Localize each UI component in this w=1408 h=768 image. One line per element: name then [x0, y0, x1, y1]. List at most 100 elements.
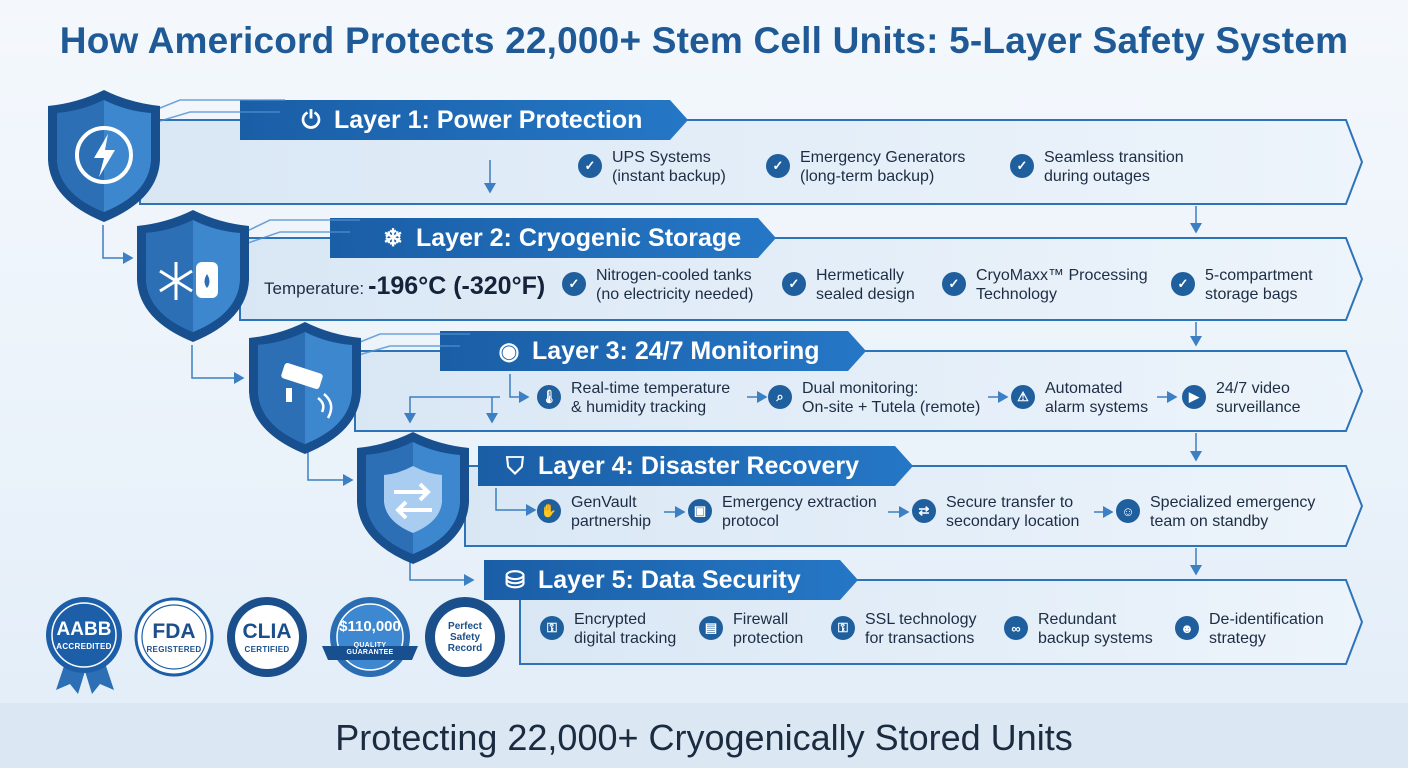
- alarm-icon: ⚠: [1011, 385, 1035, 409]
- feature-text-line: storage bags: [1205, 286, 1298, 303]
- temperature-value: -196°C (-320°F): [368, 272, 546, 300]
- layer-2-feature: ✓ Hermetically sealed design: [782, 266, 915, 304]
- quality-guarantee-badge: $110,000 QUALITY GUARANTEE: [330, 610, 410, 664]
- shield-layer-3: [249, 322, 361, 454]
- feature-text-line: Encrypted: [574, 611, 647, 628]
- badge-main-text: FDA: [152, 619, 196, 643]
- feature-text: Encrypted digital tracking: [574, 610, 676, 648]
- layer-4-title-bar: [478, 446, 913, 486]
- feature-text-line: digital tracking: [574, 630, 677, 647]
- shield-layer-4: [357, 432, 469, 564]
- feature-text: Hermetically sealed design: [816, 266, 915, 304]
- feature-text-line: 5-compartment: [1205, 267, 1313, 284]
- transfer-icon: ⇄: [912, 499, 936, 523]
- feature-text-line: Automated: [1045, 380, 1123, 397]
- team-icon: ☺: [1116, 499, 1140, 523]
- feature-text-line: sealed design: [816, 286, 915, 303]
- firewall-icon: ▤: [699, 616, 723, 640]
- feature-text-line: Specialized emergency: [1150, 494, 1316, 511]
- feature-text-line: Firewall: [733, 611, 789, 628]
- badge-sub-text: ACCREDITED: [56, 641, 112, 651]
- clia-badge: CLIA CERTIFIED: [235, 605, 299, 669]
- feature-text: Emergency extraction protocol: [722, 493, 877, 531]
- layer-2-title-bar: [330, 218, 776, 258]
- feature-text-line: protocol: [722, 513, 779, 530]
- layer-3-feature: 🌡 Real-time temperature& humidity tracki…: [537, 379, 730, 417]
- layer-5-panel: [519, 579, 1364, 665]
- layer-3-title: ◉ Layer 3: 24/7 Monitoring: [494, 336, 820, 367]
- feature-text-line: Technology: [976, 286, 1057, 303]
- layer-3-feature: ⌕ Dual monitoring:On-site + Tutela (remo…: [768, 379, 980, 417]
- badge-sub-text: CERTIFIED: [244, 644, 290, 654]
- security-camera-icon: [281, 362, 333, 419]
- badge-main-text: CLIA: [242, 619, 292, 643]
- snowflake-icon: ❄: [382, 225, 404, 252]
- badge-main-text: Perfect Safety Record: [447, 620, 483, 654]
- layer-4-title-text: Layer 4: Disaster Recovery: [538, 452, 860, 480]
- feature-text: UPS Systems(instant backup): [612, 148, 726, 186]
- check-icon: ✓: [562, 272, 586, 296]
- feature-text-line: strategy: [1209, 630, 1266, 647]
- layer-5-feature: ∞ Redundant backup systems: [1004, 610, 1153, 648]
- database-lock-icon: ⛁: [504, 567, 526, 594]
- temperature-readout: Temperature:-196°C (-320°F): [264, 272, 545, 301]
- handshake-icon: ✋: [537, 499, 561, 523]
- layer-3-title-bar: [440, 331, 866, 371]
- aabb-badge: AABB ACCREDITED: [52, 603, 116, 667]
- badge-sub-text: QUALITY GUARANTEE: [346, 641, 394, 656]
- feature-text-line: partnership: [571, 513, 652, 530]
- layer-4-feature: ☺ Specialized emergency team on standby: [1116, 493, 1315, 531]
- check-icon: ✓: [1010, 154, 1034, 178]
- feature-text-line: 24/7 video: [1216, 380, 1290, 397]
- badge-main-text: AABB: [56, 618, 112, 640]
- badge-main-text: $110,000: [339, 617, 401, 635]
- feature-text-line: Emergency Generators: [800, 149, 966, 166]
- feature-text-line: Real-time temperature: [571, 380, 731, 397]
- layer-4-feature: ✋ GenVault partnership: [537, 493, 651, 531]
- feature-text-line: for transactions: [865, 630, 975, 647]
- layer-5-title-bar: [484, 560, 858, 600]
- feature-text-line: GenVault: [571, 494, 637, 511]
- feature-text-line: secondary location: [946, 513, 1080, 530]
- check-icon: ✓: [766, 154, 790, 178]
- feature-text-line: Hermetically: [816, 267, 905, 284]
- badge-sub-text: REGISTERED: [146, 644, 202, 654]
- feature-text-line: (instant backup): [612, 168, 726, 185]
- footer-text: Protecting 22,000+ Cryogenically Stored …: [335, 717, 1073, 758]
- feature-text-line: On-site + Tutela (remote): [802, 399, 981, 416]
- badge-artwork: [46, 597, 505, 694]
- check-icon: ✓: [1171, 272, 1195, 296]
- layer-3-title-text: Layer 3: 24/7 Monitoring: [532, 337, 820, 365]
- feature-text-line: Emergency extraction: [722, 494, 877, 511]
- footer-band: Protecting 22,000+ Cryogenically Stored …: [0, 703, 1408, 768]
- feature-text: Nitrogen-cooled tanks(no electricity nee…: [596, 266, 753, 304]
- feature-text-line: team on standby: [1150, 513, 1269, 530]
- layer-1-title-bar: [240, 100, 688, 140]
- eye-icon: ◉: [498, 338, 520, 365]
- layer-4-title: ⛉Layer 4: Disaster Recovery: [500, 451, 859, 482]
- check-icon: ✓: [782, 272, 806, 296]
- layer-1-feature: ✓ Emergency Generators(long-term backup): [766, 148, 965, 186]
- ssl-lock-icon: ⚿: [831, 616, 855, 640]
- chain-link-icon: ∞: [1004, 616, 1028, 640]
- layer-1-title: ⏻Layer 1: Power Protection: [296, 105, 643, 136]
- layer-1-feature: ✓ UPS Systems(instant backup): [578, 148, 726, 186]
- shield-layer-1: [48, 90, 160, 222]
- feature-text-line: backup systems: [1038, 630, 1153, 647]
- user-shield-icon: ☻: [1175, 616, 1199, 640]
- feature-text-line: Redundant: [1038, 611, 1117, 628]
